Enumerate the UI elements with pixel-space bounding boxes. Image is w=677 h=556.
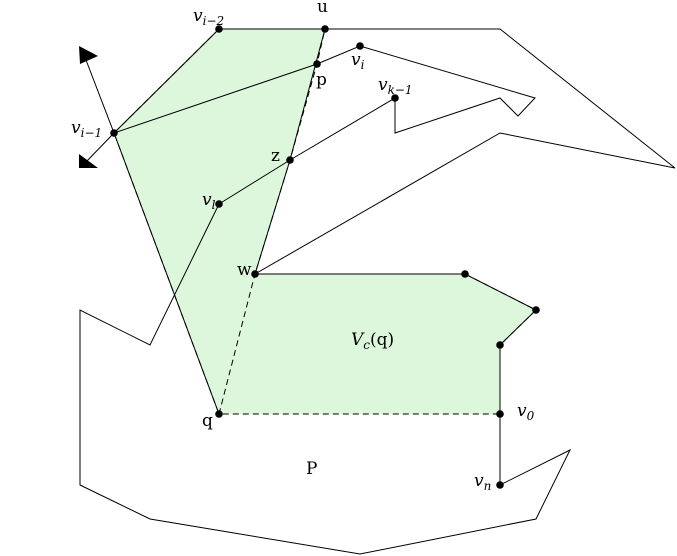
label-v0: v0: [517, 401, 535, 423]
polygon-boundary-inner-chain: [289, 28, 326, 161]
label-vl: vl: [202, 190, 216, 212]
ray-line-lower: [85, 132, 115, 163]
vertex-a: [461, 270, 469, 278]
dashed-boundary-bottom: [219, 273, 537, 415]
vertex-vk1: [391, 94, 399, 102]
label-z: z: [271, 146, 280, 166]
vertices: [110, 25, 540, 489]
vertex-z: [286, 156, 294, 164]
arrowhead-down-icon: [79, 154, 98, 168]
sight-line-vi1-p: [113, 63, 318, 134]
label-w: w: [237, 260, 252, 280]
vertex-p: [313, 60, 321, 68]
label-p: p: [316, 70, 327, 90]
vertex-q: [215, 410, 223, 418]
label-vi1: vi−1: [71, 118, 102, 140]
dashed-segment-q-w: [218, 273, 256, 415]
vertex-vi2: [215, 25, 223, 33]
vertex-vi1: [110, 129, 118, 137]
label-vi: vi: [351, 50, 365, 72]
label-vcq: Vc(q): [351, 330, 394, 352]
polygon-boundary: [79, 28, 676, 555]
ray-line: [85, 59, 115, 134]
visibility-region-upper: [114, 29, 325, 414]
vertex-vn: [496, 481, 504, 489]
label-vk1: vk−1: [378, 75, 413, 97]
vertex-w: [251, 270, 259, 278]
label-u: u: [317, 0, 328, 17]
label-vi2: vi−2: [193, 6, 224, 28]
vertex-vl: [215, 200, 223, 208]
vertex-vi: [356, 42, 364, 50]
vertex-u: [321, 25, 329, 33]
polygon-boundary-spike: [218, 45, 536, 205]
arrowhead-up-icon: [79, 46, 98, 64]
vertex-v0: [496, 410, 504, 418]
label-q: q: [202, 411, 213, 431]
visibility-region-lower: [219, 274, 536, 414]
vertex-c: [496, 341, 504, 349]
vertex-b: [532, 306, 540, 314]
label-P: P: [306, 459, 317, 479]
label-vn: vn: [474, 471, 491, 493]
